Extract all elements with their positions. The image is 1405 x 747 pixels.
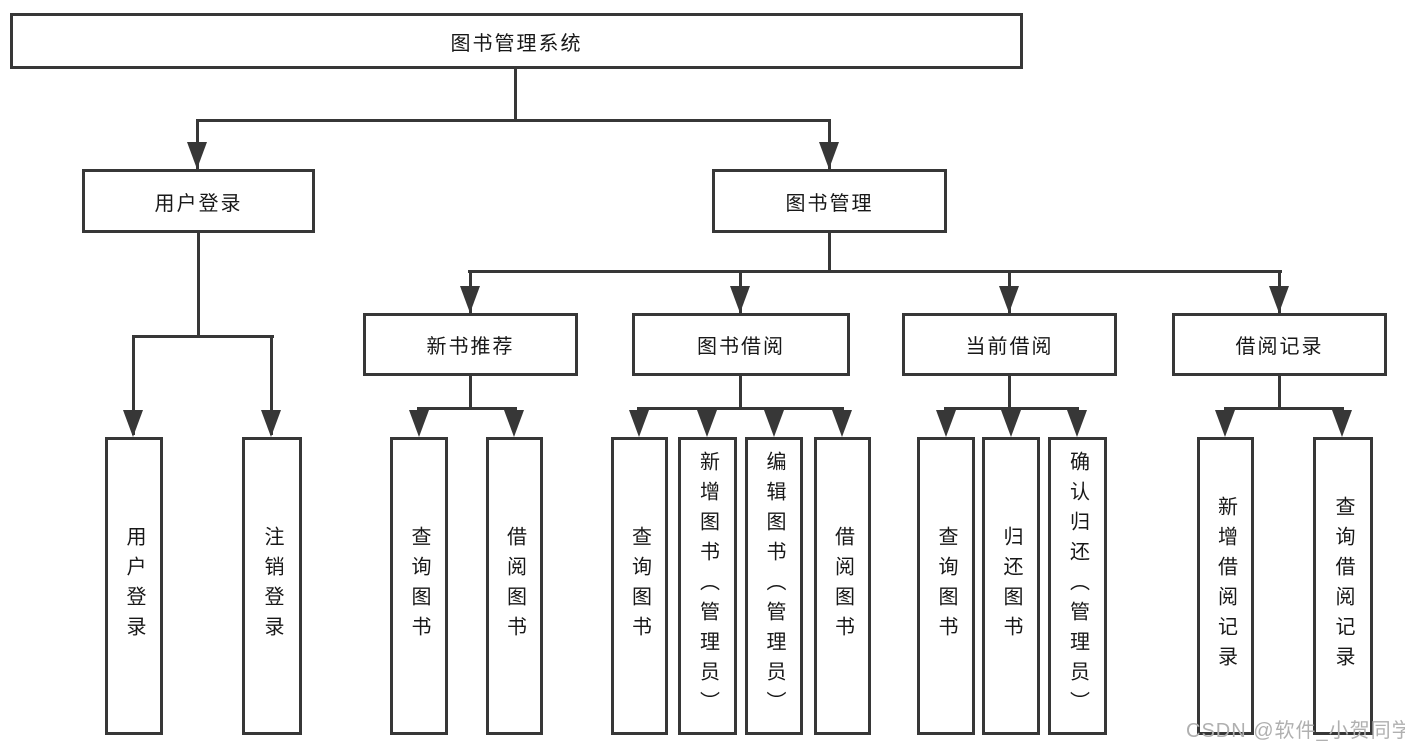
leaf-borrow-borrow-books: 借阅图书 xyxy=(814,437,871,735)
leaf-borrow-borrow-books-label: 借阅图书 xyxy=(831,526,854,646)
leaf-borrow-edit-books-admin: 编辑图书（管理员） xyxy=(745,437,803,735)
connector-arrow xyxy=(819,142,839,169)
leaf-current-query-books: 查询图书 xyxy=(917,437,975,735)
connector-line xyxy=(944,407,1079,410)
node-current-borrow: 当前借阅 xyxy=(902,313,1117,376)
leaf-recommend-query-books-label: 查询图书 xyxy=(408,526,430,646)
connector-line xyxy=(270,335,273,435)
leaf-records-add-record-label: 新增借阅记录 xyxy=(1214,496,1237,676)
node-book-management-label: 图书管理 xyxy=(785,192,874,215)
leaf-records-query-record: 查询借阅记录 xyxy=(1313,437,1373,735)
connector-line xyxy=(1278,376,1281,410)
connector-line xyxy=(417,407,517,410)
connector-arrow xyxy=(261,410,281,437)
leaf-recommend-borrow-books-label: 借阅图书 xyxy=(503,526,526,646)
connector-arrow xyxy=(629,410,649,437)
csdn-watermark: CSDN @软件_小贺同学 xyxy=(1186,720,1405,742)
connector-arrow xyxy=(697,410,717,437)
node-book-borrow: 图书借阅 xyxy=(632,313,850,376)
leaf-current-query-books-label: 查询图书 xyxy=(935,526,957,646)
connector-arrow xyxy=(936,410,956,437)
connector-arrow xyxy=(1001,410,1021,437)
leaf-current-confirm-return-admin: 确认归还（管理员） xyxy=(1048,437,1107,735)
connector-arrow xyxy=(764,410,784,437)
connector-line xyxy=(828,233,831,270)
node-new-book-recommend: 新书推荐 xyxy=(363,313,578,376)
connector-arrow xyxy=(409,410,429,437)
connector-line xyxy=(469,376,472,410)
connector-arrow xyxy=(1269,286,1289,313)
leaf-current-confirm-return-admin-label: 确认归还（管理员） xyxy=(1066,451,1089,721)
connector-arrow xyxy=(730,286,750,313)
connector-arrow xyxy=(504,410,524,437)
connector-arrow xyxy=(1067,410,1087,437)
node-user-login: 用户登录 xyxy=(82,169,315,233)
node-current-borrow-label: 当前借阅 xyxy=(965,336,1054,358)
leaf-borrow-query-books: 查询图书 xyxy=(611,437,668,735)
leaf-user-login-label: 用户登录 xyxy=(123,526,145,646)
leaf-recommend-borrow-books: 借阅图书 xyxy=(486,437,543,735)
connector-arrow xyxy=(123,410,143,437)
connector-line xyxy=(1008,376,1011,410)
node-root: 图书管理系统 xyxy=(10,13,1023,69)
connector-line xyxy=(197,233,200,335)
connector-line xyxy=(637,407,844,410)
leaf-current-return-books-label: 归还图书 xyxy=(1000,526,1022,646)
leaf-borrow-add-books-admin: 新增图书（管理员） xyxy=(678,437,737,735)
connector-line xyxy=(196,119,831,122)
connector-line xyxy=(132,335,274,338)
leaf-user-login: 用户登录 xyxy=(105,437,163,735)
leaf-records-query-record-label: 查询借阅记录 xyxy=(1332,496,1354,676)
connector-line xyxy=(739,376,742,410)
leaf-current-return-books: 归还图书 xyxy=(982,437,1040,735)
node-book-borrow-label: 图书借阅 xyxy=(697,336,785,358)
connector-arrow xyxy=(832,410,852,437)
connector-arrow xyxy=(187,142,207,169)
leaf-records-add-record: 新增借阅记录 xyxy=(1197,437,1254,735)
node-borrow-records-label: 借阅记录 xyxy=(1235,336,1324,358)
node-user-login-label: 用户登录 xyxy=(154,192,243,215)
node-root-label: 图书管理系统 xyxy=(450,32,583,55)
connector-arrow xyxy=(1215,410,1235,437)
connector-arrow xyxy=(460,286,480,313)
connector-line xyxy=(132,335,135,435)
leaf-borrow-query-books-label: 查询图书 xyxy=(628,526,651,646)
leaf-logout: 注销登录 xyxy=(242,437,302,735)
connector-line xyxy=(514,69,517,122)
connector-line xyxy=(468,270,1282,273)
leaf-recommend-query-books: 查询图书 xyxy=(390,437,448,735)
leaf-borrow-edit-books-admin-label: 编辑图书（管理员） xyxy=(763,451,785,721)
connector-arrow xyxy=(999,286,1019,313)
leaf-borrow-add-books-admin-label: 新增图书（管理员） xyxy=(696,451,719,721)
node-new-book-recommend-label: 新书推荐 xyxy=(426,336,515,358)
leaf-logout-label: 注销登录 xyxy=(261,526,283,646)
node-borrow-records: 借阅记录 xyxy=(1172,313,1387,376)
connector-arrow xyxy=(1332,410,1352,437)
node-book-management: 图书管理 xyxy=(712,169,947,233)
connector-line xyxy=(1224,407,1344,410)
